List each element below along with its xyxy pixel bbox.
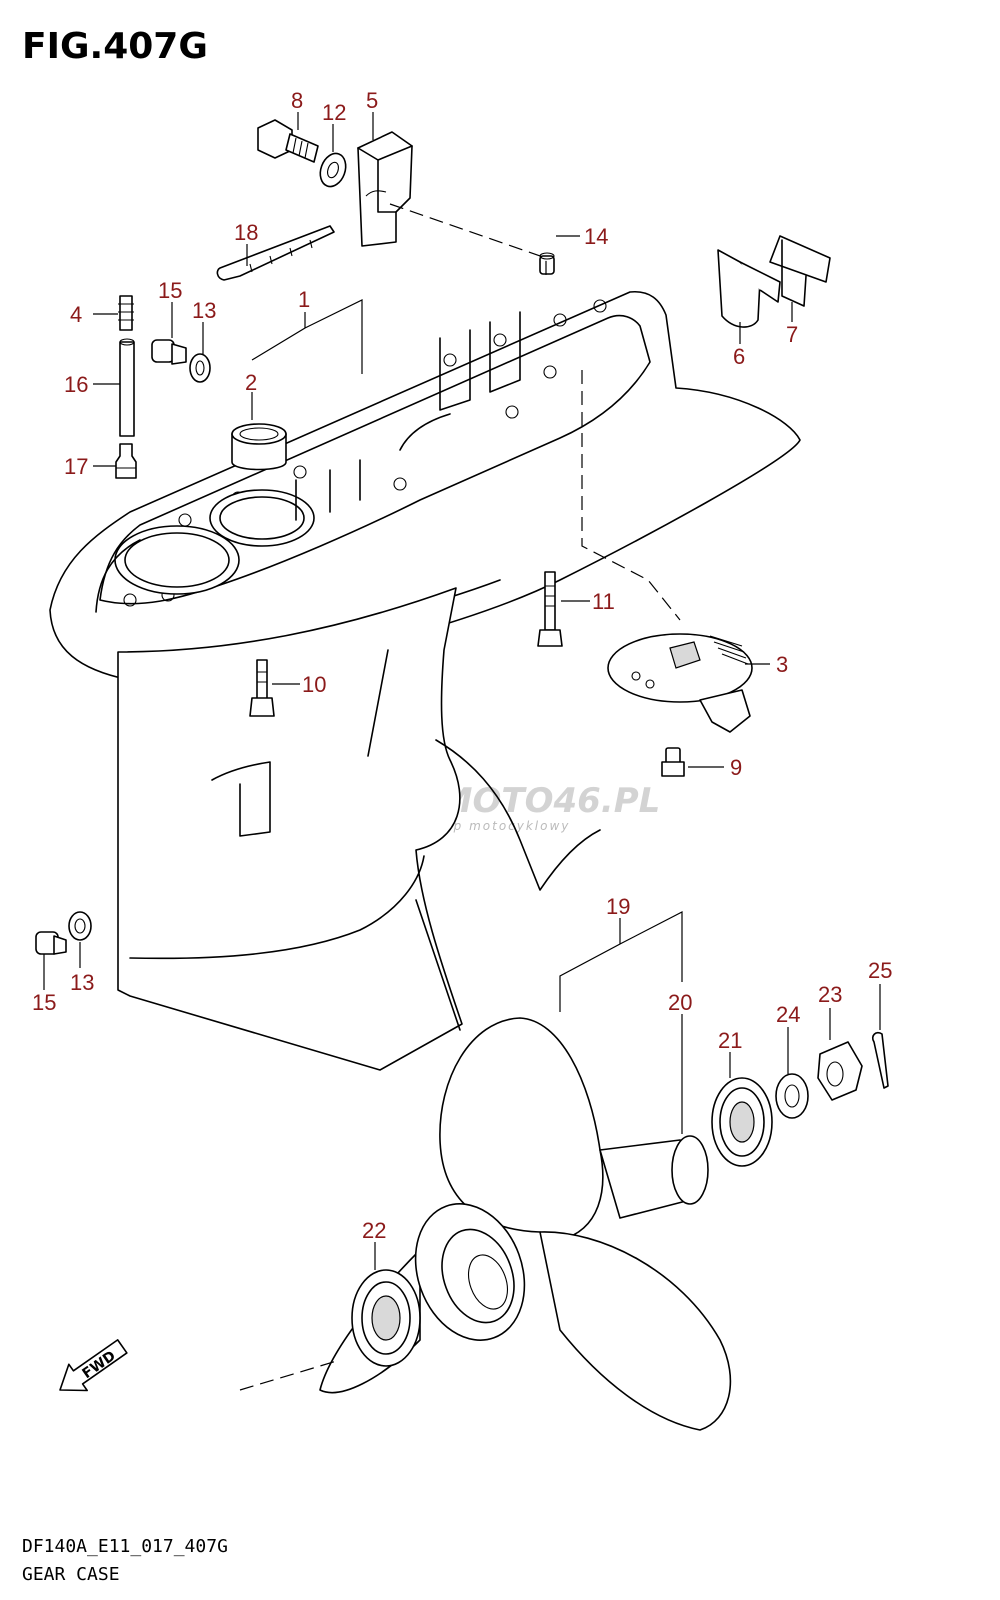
callout-20: 20	[668, 990, 692, 1015]
callout-19: 19	[606, 894, 630, 919]
callout-13-lower: 13	[70, 970, 94, 995]
figure-title: FIG.407G	[22, 26, 208, 67]
callout-18: 18	[234, 220, 258, 245]
callout-2: 2	[245, 370, 257, 395]
fwd-arrow-icon: FWD	[59, 1339, 128, 1392]
callout-12: 12	[322, 100, 346, 125]
part-24-washer	[775, 1073, 809, 1119]
callout-9: 9	[730, 755, 742, 780]
part-21-thrust-washer	[711, 1077, 773, 1167]
part-7-bracket	[769, 235, 831, 307]
callout-22: 22	[362, 1218, 386, 1243]
callout-7: 7	[786, 322, 798, 347]
callout-17: 17	[64, 454, 88, 479]
callout-10: 10	[302, 672, 326, 697]
callout-14: 14	[584, 224, 608, 249]
callout-24: 24	[776, 1002, 800, 1027]
callout-6: 6	[733, 344, 745, 369]
part-11-bolt	[537, 571, 563, 647]
part-13-washer-lower	[68, 911, 92, 941]
part-17-fitting	[115, 443, 137, 479]
callout-13-upper: 13	[192, 298, 216, 323]
callout-25: 25	[868, 958, 892, 983]
callout-11: 11	[592, 589, 615, 614]
callout-4: 4	[70, 302, 82, 327]
part-9-bolt	[661, 747, 685, 777]
callout-8: 8	[291, 88, 303, 113]
part-15-plug-lower	[35, 931, 67, 955]
part-13-washer-upper	[189, 353, 211, 383]
part-3-trim-tab	[607, 633, 753, 733]
part-19-propeller	[319, 1017, 732, 1431]
part-25-cotter-pin	[871, 1031, 889, 1089]
part-22-spacer	[351, 1269, 421, 1367]
leader-lines	[43, 112, 881, 1391]
part-5-anode	[357, 131, 413, 247]
part-18-tie-strap	[216, 225, 335, 281]
callout-15-upper: 15	[158, 278, 182, 303]
callout-5: 5	[366, 88, 378, 113]
callout-15-lower: 15	[32, 990, 56, 1015]
callout-3: 3	[776, 652, 788, 677]
part-23-nut	[817, 1041, 863, 1101]
callout-23: 23	[818, 982, 842, 1007]
part-6-anode-small	[717, 249, 781, 328]
gear-case-housing	[49, 290, 801, 1071]
part-12-washer	[319, 152, 347, 188]
part-10-bolt	[249, 659, 275, 717]
callout-16: 16	[64, 372, 88, 397]
part-14-pin	[539, 252, 555, 275]
part-15-plug-upper	[151, 339, 187, 365]
figure-caption: GEAR CASE	[22, 1564, 120, 1585]
model-code: DF140A_E11_017_407G	[22, 1536, 228, 1557]
part-16-tube	[119, 338, 135, 437]
part-8-bolt	[257, 119, 319, 163]
callout-labels: 1 2 3 4 5 6 7 8 9 10 11 12 13 13 14 15 1…	[32, 88, 892, 1243]
callout-21: 21	[718, 1028, 742, 1053]
part-4-nipple	[118, 295, 134, 331]
callout-1: 1	[298, 287, 310, 312]
